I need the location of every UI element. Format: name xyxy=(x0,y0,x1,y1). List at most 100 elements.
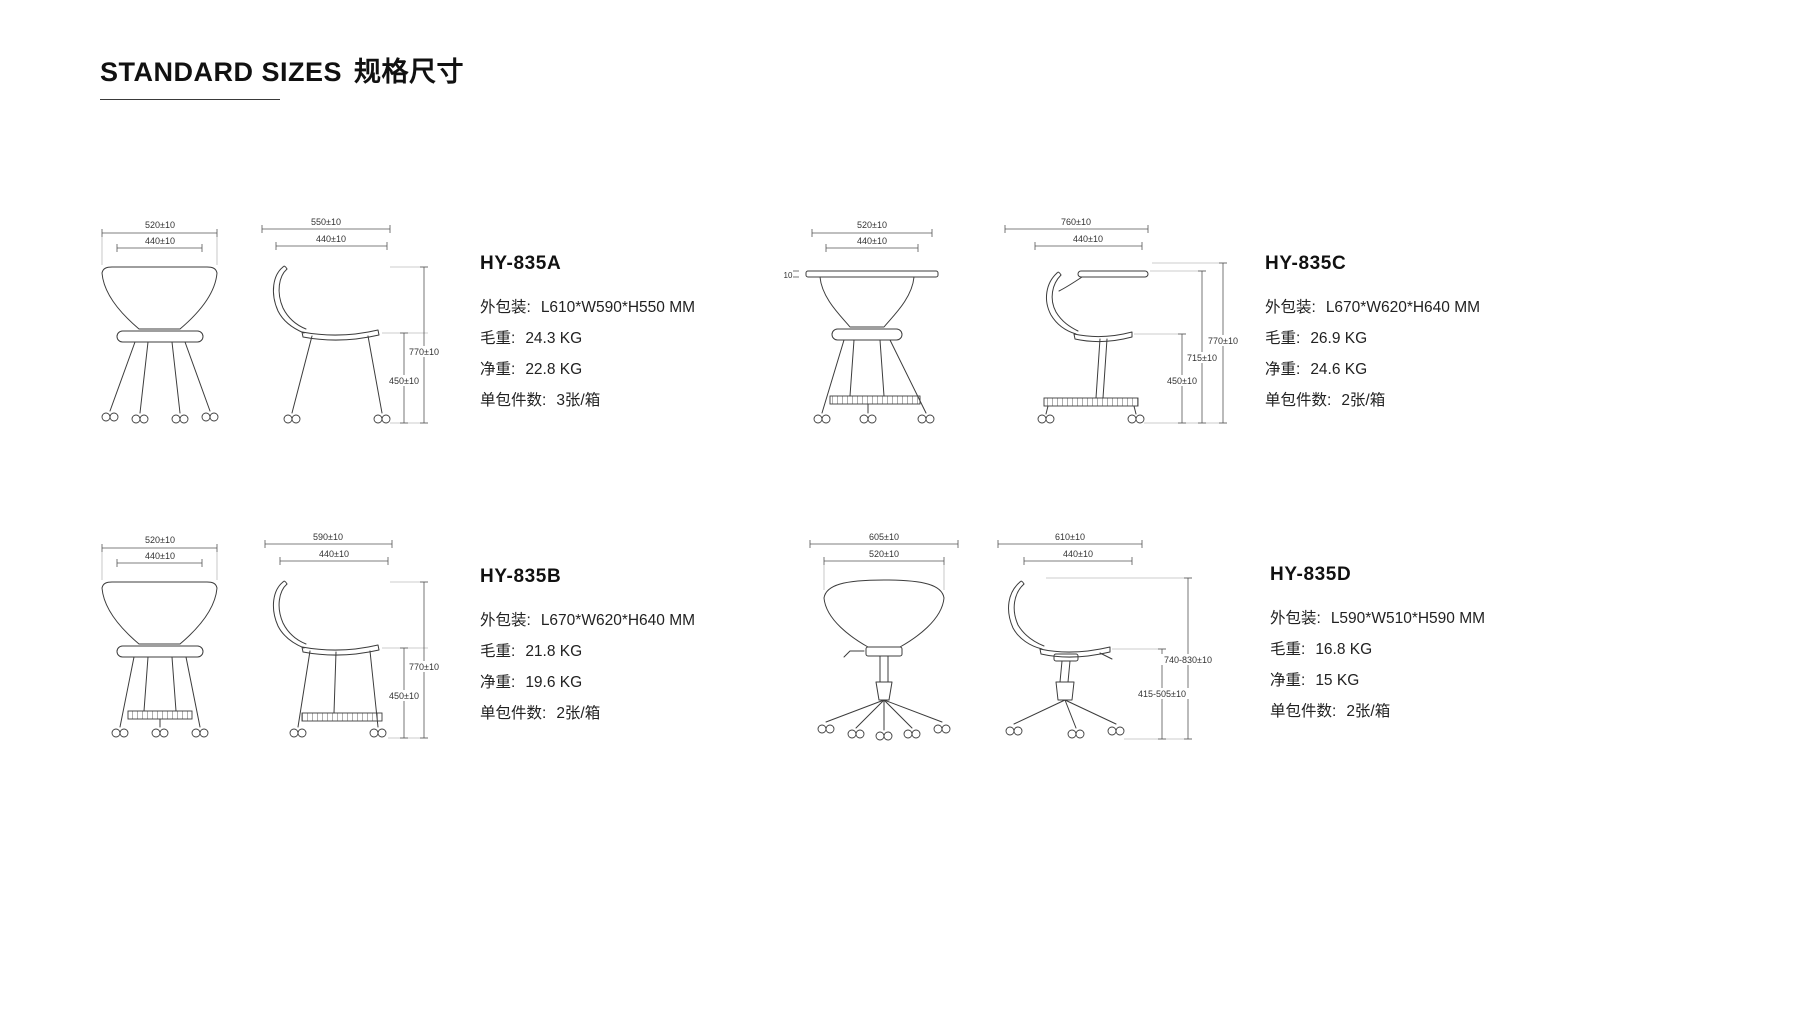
dim-label-side-depth: 550±10 xyxy=(311,217,341,227)
hy-835c-specs: HY-835C 外包装: L670*W620*H640 MM 毛重: 26.9 … xyxy=(1265,253,1480,423)
spec-row-net-weight: 净重: 22.8 KG xyxy=(480,361,695,378)
dim-label-side-inner-depth: 440±10 xyxy=(319,549,349,559)
dim-label-total-height: 770±10 xyxy=(409,347,439,357)
dim-label-seat-height: 415-505±10 xyxy=(1138,689,1186,699)
hy-835a-specs: HY-835A 外包装: L610*W590*H550 MM 毛重: 24.3 … xyxy=(480,253,695,423)
net-weight-label: 净重: xyxy=(480,674,516,692)
packing-value: L610*W590*H550 MM xyxy=(540,299,696,316)
hy-835d-technical-drawing: 605±10 520±10 610±10 xyxy=(809,532,1216,741)
pack-qty-label: 单包件数: xyxy=(1270,703,1337,721)
dim-label-side-depth: 590±10 xyxy=(313,532,343,542)
dim-label-front-width: 520±10 xyxy=(145,535,175,545)
hy-835d-front-view xyxy=(817,579,951,741)
dim-label-total-height: 770±10 xyxy=(409,662,439,672)
dim-label-side-inner-depth: 440±10 xyxy=(1073,234,1103,244)
spec-row-gross-weight: 毛重: 16.8 KG xyxy=(1270,641,1485,658)
page-title-en: STANDARD SIZES xyxy=(100,57,343,87)
caster-wheels xyxy=(1005,726,1125,739)
spec-row-packing: 外包装: L590*W510*H590 MM xyxy=(1270,610,1485,627)
pack-qty-label: 单包件数: xyxy=(480,705,547,723)
under-seat-basket xyxy=(829,395,921,405)
dim-label-front-inner-width: 440±10 xyxy=(145,551,175,561)
dim-label-side-depth: 610±10 xyxy=(1055,532,1085,542)
packing-label: 外包装: xyxy=(480,299,531,316)
spec-row-pack-qty: 单包件数: 3张/箱 xyxy=(480,392,695,409)
dim-label-front-inner-width: 440±10 xyxy=(857,236,887,246)
gross-weight-label: 毛重: xyxy=(480,330,516,348)
net-weight-value: 19.6 KG xyxy=(525,674,583,692)
hy-835a-side-view xyxy=(272,265,391,424)
gross-weight-label: 毛重: xyxy=(1265,330,1301,348)
hy-835b-technical-drawing: 520±10 440±10 590±10 440±10 xyxy=(101,532,443,739)
dim-label-front-width: 520±10 xyxy=(145,220,175,230)
hy-835d-height-dims: 415-505±10 740-830±10 xyxy=(1046,577,1216,740)
dim-label-total-height: 740-830±10 xyxy=(1164,655,1212,665)
spec-row-gross-weight: 毛重: 21.8 KG xyxy=(480,643,695,660)
spec-row-pack-qty: 单包件数: 2张/箱 xyxy=(1270,703,1485,720)
net-weight-value: 22.8 KG xyxy=(525,361,583,379)
caster-wheels xyxy=(1037,414,1145,424)
pack-qty-value: 2张/箱 xyxy=(556,705,601,723)
packing-value: L670*W620*H640 MM xyxy=(540,612,696,629)
hy-835b-front-dims: 520±10 440±10 xyxy=(101,535,218,580)
title-underline xyxy=(100,99,280,100)
dim-label-front-width: 520±10 xyxy=(857,220,887,230)
gross-weight-value: 21.8 KG xyxy=(525,643,583,661)
dim-label-tablet-thickness: 10 xyxy=(784,271,793,280)
spec-row-packing: 外包装: L610*W590*H550 MM xyxy=(480,299,695,316)
caster-wheels xyxy=(101,412,219,424)
spec-row-net-weight: 净重: 24.6 KG xyxy=(1265,361,1480,378)
hy-835c-front-view xyxy=(805,270,939,424)
hy-835b-specs: HY-835B 外包装: L670*W620*H640 MM 毛重: 21.8 … xyxy=(480,566,695,736)
spec-row-net-weight: 净重: 15 KG xyxy=(1270,672,1485,689)
hy-835a-drawings: 520±10 440±10 550±10 440±10 xyxy=(90,215,450,460)
hy-835c-drawings: 520±10 440±10 10 760±10 440±10 xyxy=(780,215,1250,460)
hy-835a-technical-drawing: 520±10 440±10 550±10 440±10 xyxy=(101,217,443,424)
hy-835c-front-dims: 520±10 440±10 10 xyxy=(784,220,933,280)
dim-label-side-depth: 760±10 xyxy=(1061,217,1091,227)
pack-qty-label: 单包件数: xyxy=(1265,392,1332,410)
packing-value: L670*W620*H640 MM xyxy=(1325,299,1481,316)
pack-qty-value: 3张/箱 xyxy=(556,392,601,410)
spec-row-pack-qty: 单包件数: 2张/箱 xyxy=(1265,392,1480,409)
spec-row-gross-weight: 毛重: 24.3 KG xyxy=(480,330,695,347)
gross-weight-label: 毛重: xyxy=(1270,641,1306,659)
packing-value: L590*W510*H590 MM xyxy=(1330,610,1486,627)
spec-row-gross-weight: 毛重: 26.9 KG xyxy=(1265,330,1480,347)
dim-label-mid-height: 715±10 xyxy=(1187,353,1217,363)
hy-835c-height-dims: 450±10 715±10 770±10 xyxy=(1134,262,1242,424)
under-seat-basket xyxy=(301,712,383,722)
model-name: HY-835B xyxy=(480,566,562,587)
pack-qty-label: 单包件数: xyxy=(480,392,547,410)
caster-wheels xyxy=(111,728,209,738)
dim-label-front-inner-width: 520±10 xyxy=(869,549,899,559)
hy-835b-front-view xyxy=(101,581,218,738)
hy-835b-side-view xyxy=(272,580,387,738)
spec-row-packing: 外包装: L670*W620*H640 MM xyxy=(480,612,695,629)
hy-835c-side-view xyxy=(1037,270,1149,424)
packing-label: 外包装: xyxy=(1270,610,1321,627)
hy-835a-side-dims: 550±10 440±10 xyxy=(261,217,391,250)
under-seat-basket xyxy=(127,710,193,720)
packing-label: 外包装: xyxy=(1265,299,1316,316)
model-name: HY-835C xyxy=(1265,253,1347,274)
hy-835d-side-view xyxy=(1005,580,1125,739)
net-weight-value: 24.6 KG xyxy=(1310,361,1368,379)
pack-qty-value: 2张/箱 xyxy=(1341,392,1386,410)
gross-weight-label: 毛重: xyxy=(480,643,516,661)
pack-qty-value: 2张/箱 xyxy=(1346,703,1391,721)
hy-835a-front-view xyxy=(101,266,219,424)
packing-label: 外包装: xyxy=(480,612,531,629)
gross-weight-value: 26.9 KG xyxy=(1310,330,1368,348)
dim-label-side-inner-depth: 440±10 xyxy=(1063,549,1093,559)
dim-label-side-inner-depth: 440±10 xyxy=(316,234,346,244)
hy-835d-specs: HY-835D 外包装: L590*W510*H590 MM 毛重: 16.8 … xyxy=(1270,564,1485,734)
net-weight-label: 净重: xyxy=(1270,672,1306,690)
caster-wheels xyxy=(813,414,935,424)
caster-wheels xyxy=(289,728,387,738)
hy-835b-side-dims: 590±10 440±10 xyxy=(264,532,393,565)
dim-label-front-width: 605±10 xyxy=(869,532,899,542)
hy-835c-technical-drawing: 520±10 440±10 10 760±10 440±10 xyxy=(784,217,1242,424)
gross-weight-value: 24.3 KG xyxy=(525,330,583,348)
